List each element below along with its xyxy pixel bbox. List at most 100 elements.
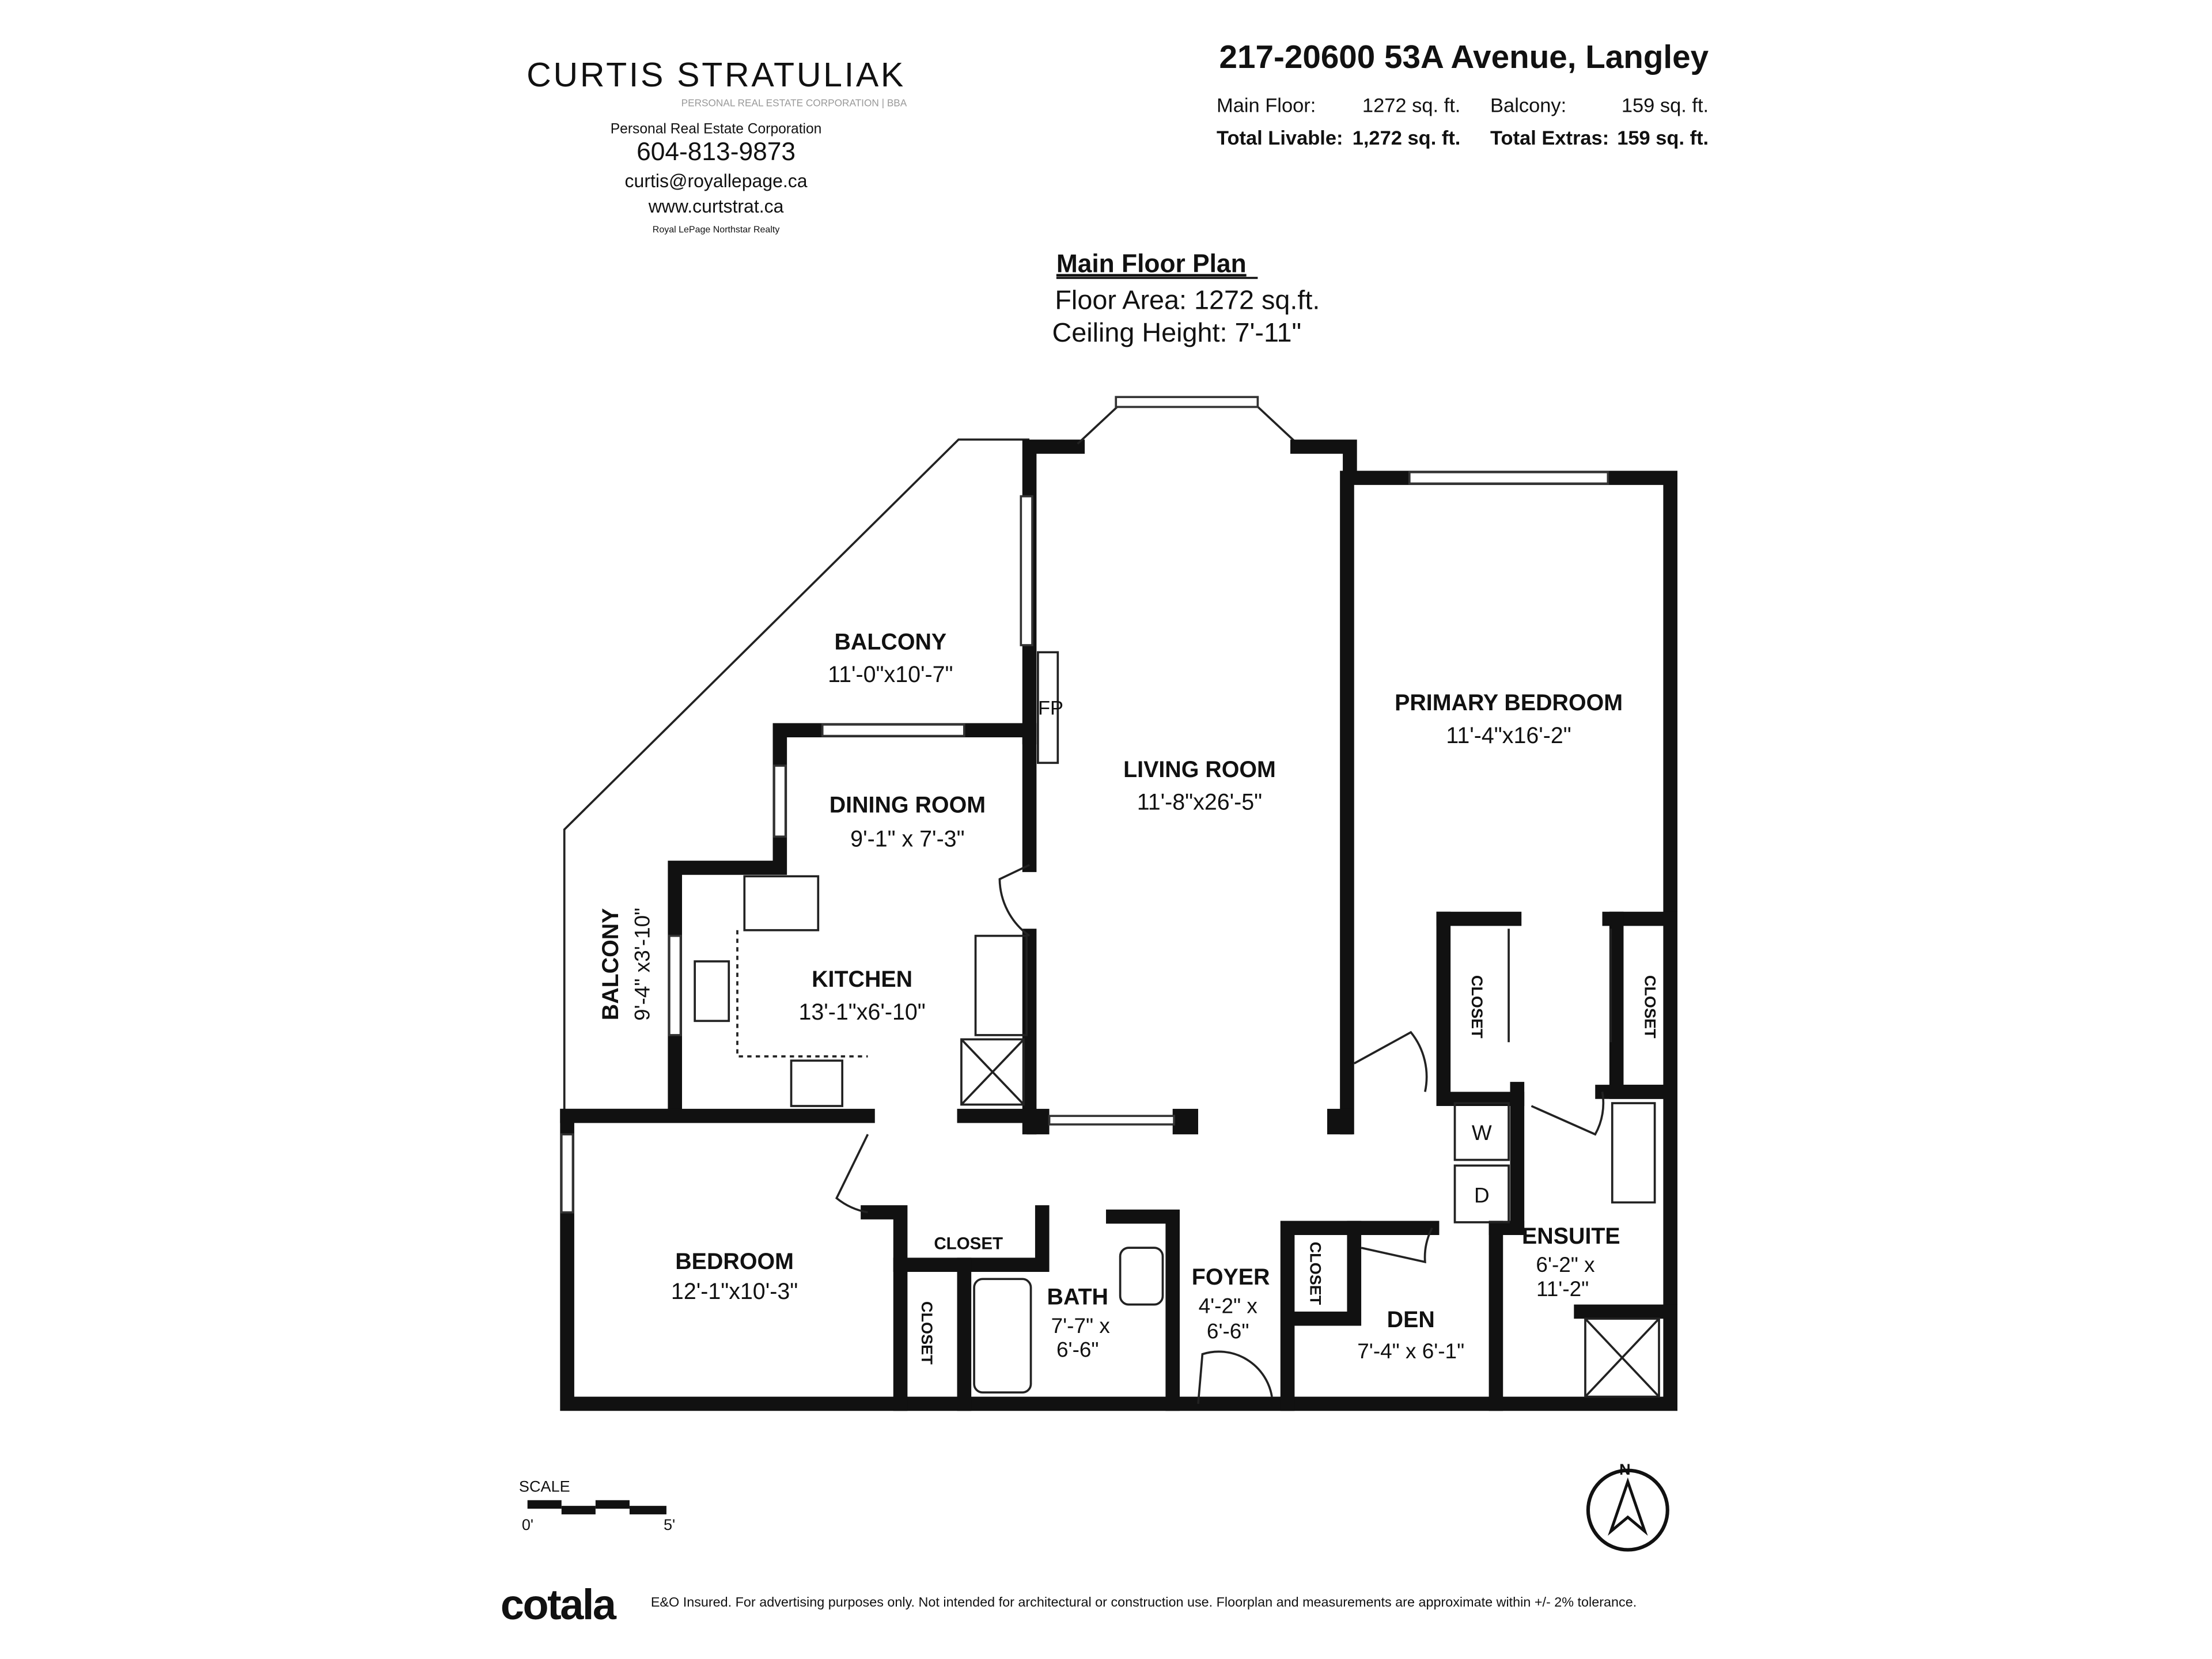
property-summary: 217-20600 53A Avenue, Langley Main Floor… xyxy=(1217,39,1709,149)
svg-text:5': 5' xyxy=(664,1516,675,1533)
dryer-label: D xyxy=(1474,1183,1490,1207)
brokerage: Royal LePage Northstar Realty xyxy=(653,225,780,235)
room-primary-bedroom: PRIMARY BEDROOM 11'-4"x16'-2" xyxy=(1395,690,1623,748)
svg-text:9'-1" x 7'-3": 9'-1" x 7'-3" xyxy=(850,827,964,852)
floor-plan-drawing: BALCONY 11'-0"x10'-7" DINING ROOM 9'-1" x … xyxy=(560,396,1677,1411)
svg-text:BATH: BATH xyxy=(1047,1285,1108,1310)
svg-text:7'-4" x 6'-1": 7'-4" x 6'-1" xyxy=(1357,1339,1464,1363)
agent-phone: 604-813-9873 xyxy=(637,138,796,166)
svg-text:BALCONY: BALCONY xyxy=(835,629,947,654)
agent-branding: CURTIS STRATULIAK PERSONAL REAL ESTATE C… xyxy=(527,56,907,235)
svg-text:N: N xyxy=(1619,1460,1631,1478)
closet-label: CLOSET xyxy=(934,1234,1003,1253)
svg-text:6'-2" x: 6'-2" x xyxy=(1536,1253,1595,1277)
svg-text:ENSUITE: ENSUITE xyxy=(1522,1224,1620,1249)
svg-text:9'-4" x3'-10": 9'-4" x3'-10" xyxy=(630,908,654,1021)
ceiling-height: Ceiling Height: 7'-11" xyxy=(1052,317,1301,347)
svg-text:BEDROOM: BEDROOM xyxy=(675,1249,794,1274)
room-living: LIVING ROOM 11'-8"x26'-5" xyxy=(1123,757,1276,815)
ensuite-vanity xyxy=(1611,1102,1656,1204)
agent-logo-name: CURTIS STRATULIAK xyxy=(527,56,906,94)
closet-label: CLOSET xyxy=(1641,975,1659,1039)
dishwasher xyxy=(743,875,820,931)
agent-email: curtis@royallepage.ca xyxy=(625,171,808,191)
svg-text:6'-6": 6'-6" xyxy=(1207,1320,1249,1343)
counter xyxy=(974,934,1028,1036)
bathtub xyxy=(973,1278,1032,1394)
closet-label: CLOSET xyxy=(918,1301,936,1365)
room-bedroom: BEDROOM 12'-1"x10'-3" xyxy=(671,1249,798,1304)
closet-label: CLOSET xyxy=(1468,975,1486,1039)
washer xyxy=(1453,1102,1510,1161)
door xyxy=(1531,1092,1605,1136)
fireplace xyxy=(1037,651,1059,764)
scale-bar: SCALE 0' 5' xyxy=(519,1478,675,1533)
room-side-balcony: BALCONY 9'-4" x3'-10" xyxy=(598,908,654,1021)
sliding-door xyxy=(1020,495,1033,646)
sink xyxy=(694,960,730,1022)
door xyxy=(835,1134,869,1214)
balcony-value: 159 sq. ft. xyxy=(1622,94,1709,116)
dryer xyxy=(1453,1164,1510,1224)
door xyxy=(1361,1227,1433,1264)
total-extras-label: Total Extras: xyxy=(1490,127,1609,149)
svg-text:11'-0"x10'-7": 11'-0"x10'-7" xyxy=(828,662,953,687)
total-livable-label: Total Livable: xyxy=(1217,127,1343,149)
disclaimer: E&O Insured. For advertising purposes on… xyxy=(651,1594,1637,1609)
window xyxy=(1408,471,1609,485)
svg-text:BALCONY: BALCONY xyxy=(598,908,623,1021)
agent-website: www.curtstrat.ca xyxy=(648,196,784,217)
washer-label: W xyxy=(1472,1121,1492,1145)
svg-text:11'-4"x16'-2": 11'-4"x16'-2" xyxy=(1446,723,1571,748)
svg-text:4'-2" x: 4'-2" x xyxy=(1199,1294,1258,1317)
svg-text:12'-1"x10'-3": 12'-1"x10'-3" xyxy=(671,1279,798,1304)
bath-sink xyxy=(1119,1247,1164,1306)
room-bath: BATH 7'-7" x6'-6" xyxy=(1047,1285,1111,1362)
fireplace-label: FP xyxy=(1038,698,1063,719)
svg-text:PRIMARY BEDROOM: PRIMARY BEDROOM xyxy=(1395,690,1623,715)
svg-text:DINING ROOM: DINING ROOM xyxy=(830,792,986,817)
main-floor-value: 1272 sq. ft. xyxy=(1362,94,1460,116)
stove xyxy=(790,1059,843,1107)
svg-text:DEN: DEN xyxy=(1387,1307,1435,1332)
north-arrow-icon: N xyxy=(1586,1460,1669,1552)
svg-text:0': 0' xyxy=(522,1516,533,1533)
room-dining: DINING ROOM 9'-1" x 7'-3" xyxy=(830,792,986,851)
floor-area: Floor Area: 1272 sq.ft. xyxy=(1055,285,1320,315)
balcony-label: Balcony: xyxy=(1490,94,1566,116)
svg-text:6'-6": 6'-6" xyxy=(1056,1338,1099,1362)
room-kitchen: KITCHEN 13'-1"x6'-10" xyxy=(798,967,925,1025)
entry-door xyxy=(1197,1350,1273,1404)
svg-text:SCALE: SCALE xyxy=(519,1478,570,1495)
room-balcony: BALCONY 11'-0"x10'-7" xyxy=(828,629,953,687)
plan-title: Main Floor Plan xyxy=(1056,250,1247,278)
agent-tagline: PERSONAL REAL ESTATE CORPORATION | BBA xyxy=(681,97,907,109)
door xyxy=(998,863,1031,937)
room-foyer: FOYER 4'-2" x 6'-6" xyxy=(1192,1264,1270,1343)
cotala-logo: cotala xyxy=(501,1581,617,1628)
window xyxy=(560,1133,574,1214)
svg-text:13'-1"x6'-10": 13'-1"x6'-10" xyxy=(798,999,925,1025)
total-extras-value: 159 sq. ft. xyxy=(1617,127,1709,149)
total-livable-value: 1,272 sq. ft. xyxy=(1353,127,1461,149)
footer: cotala E&O Insured. For advertising purp… xyxy=(501,1581,1637,1628)
property-address: 217-20600 53A Avenue, Langley xyxy=(1219,39,1709,75)
plan-heading: Main Floor Plan Floor Area: 1272 sq.ft. … xyxy=(1052,250,1320,348)
window xyxy=(821,724,965,737)
fridge xyxy=(960,1038,1025,1106)
shower xyxy=(1584,1317,1660,1398)
svg-text:LIVING ROOM: LIVING ROOM xyxy=(1123,757,1276,782)
door xyxy=(1353,1031,1428,1092)
svg-text:KITCHEN: KITCHEN xyxy=(812,967,912,992)
balcony-outline xyxy=(563,438,1030,1113)
main-floor-label: Main Floor: xyxy=(1217,94,1316,116)
window xyxy=(773,764,787,838)
svg-text:7'-7" x: 7'-7" x xyxy=(1051,1314,1111,1338)
svg-text:FOYER: FOYER xyxy=(1192,1264,1270,1290)
closet-label: CLOSET xyxy=(1306,1242,1324,1305)
svg-text:11'-8"x26'-5": 11'-8"x26'-5" xyxy=(1137,790,1262,815)
agent-corp: Personal Real Estate Corporation xyxy=(611,121,822,137)
window xyxy=(668,934,682,1036)
